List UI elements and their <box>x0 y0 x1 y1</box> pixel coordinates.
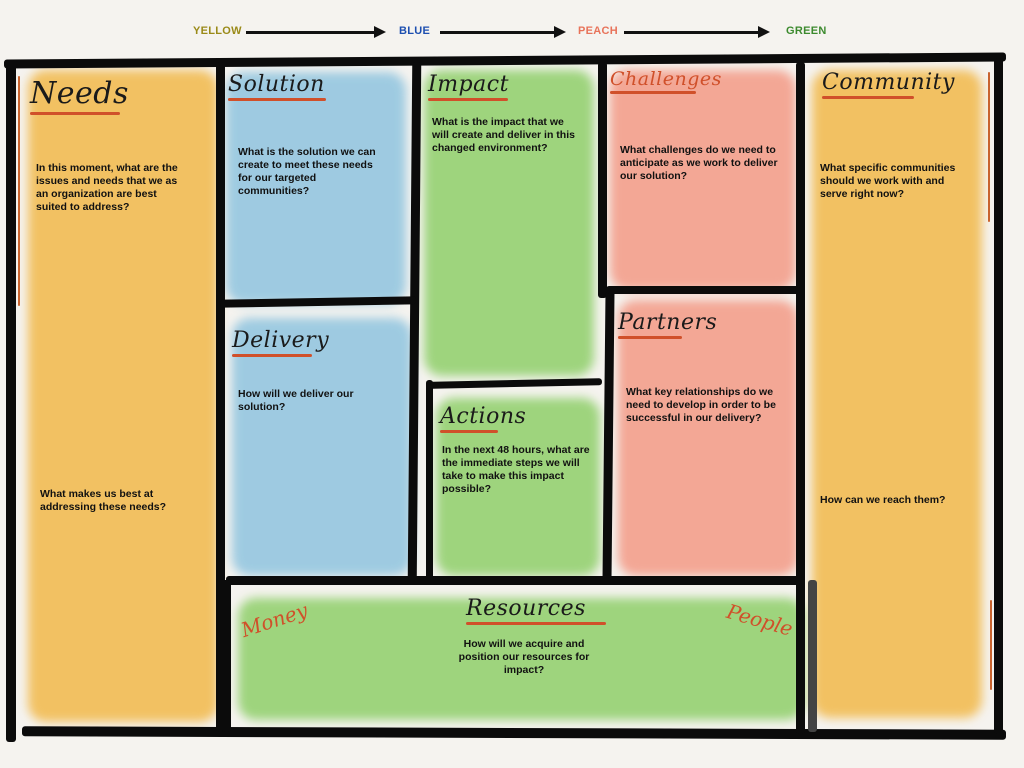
divider-actions-left <box>426 380 433 580</box>
flow-step-green: GREEN <box>786 25 827 37</box>
actions-wash <box>436 398 600 576</box>
delivery-prompt: How will we deliver our solution? <box>238 388 354 413</box>
flow-arrow-icon <box>246 26 386 38</box>
frame-bottom-line <box>21 726 1007 740</box>
flow-step-yellow: YELLOW <box>193 25 242 37</box>
partners-title: Partners <box>618 310 717 339</box>
divider-community <box>796 62 805 734</box>
divider-resources-top <box>226 576 802 585</box>
partners-prompt: What key relationships do we need to dev… <box>626 386 776 424</box>
community-wash <box>812 70 982 718</box>
divider-solution-impact <box>407 61 422 583</box>
edge-accent <box>990 600 992 690</box>
resources-title: Resources <box>466 596 606 625</box>
resources-prompt: How will we acquire and position our res… <box>458 638 590 676</box>
community-title: Community <box>822 70 955 99</box>
divider-impact-challenges-lower <box>602 289 615 583</box>
edge-accent <box>18 76 20 306</box>
frame-left-line <box>6 60 16 742</box>
delivery-wash <box>232 318 412 576</box>
solution-prompt: What is the solution we can create to me… <box>238 146 376 197</box>
actions-title: Actions <box>440 404 526 433</box>
community-reach-prompt: How can we reach them? <box>820 494 946 506</box>
frame-right-line <box>994 58 1003 734</box>
needs-wash <box>28 70 218 722</box>
color-flow-legend: YELLOW BLUE PEACH GREEN <box>0 22 1024 44</box>
impact-prompt: What is the impact that we will create a… <box>432 116 575 154</box>
flow-step-peach: PEACH <box>578 25 619 37</box>
divider-resources-right <box>808 580 817 732</box>
flow-arrow-icon <box>624 26 770 38</box>
needs-strengths-prompt: What makes us best at addressing these n… <box>40 488 167 513</box>
resources-wash <box>238 598 804 720</box>
partners-wash <box>618 300 798 576</box>
frame-top-line <box>3 52 1007 69</box>
divider-impact-actions <box>429 378 603 389</box>
divider-resources-left <box>222 580 231 732</box>
challenges-prompt: What challenges do we need to anticipate… <box>620 144 778 182</box>
solution-wash <box>226 72 406 304</box>
divider-impact-challenges-upper <box>598 62 607 298</box>
challenges-wash <box>610 70 796 290</box>
edge-accent <box>988 72 990 222</box>
delivery-title: Delivery <box>232 328 329 357</box>
impact-wash <box>424 70 594 376</box>
solution-title: Solution <box>228 72 326 101</box>
divider-challenges-partners <box>606 286 800 294</box>
flow-step-blue: BLUE <box>399 25 431 37</box>
community-prompt: What specific communities should we work… <box>820 162 956 200</box>
needs-title: Needs <box>30 76 129 115</box>
challenges-title: Challenges <box>610 68 722 94</box>
divider-needs <box>216 62 225 732</box>
impact-title: Impact <box>428 72 509 101</box>
flow-arrow-icon <box>440 26 566 38</box>
needs-prompt: In this moment, what are the issues and … <box>36 162 178 213</box>
actions-prompt: In the next 48 hours, what are the immed… <box>442 444 590 495</box>
